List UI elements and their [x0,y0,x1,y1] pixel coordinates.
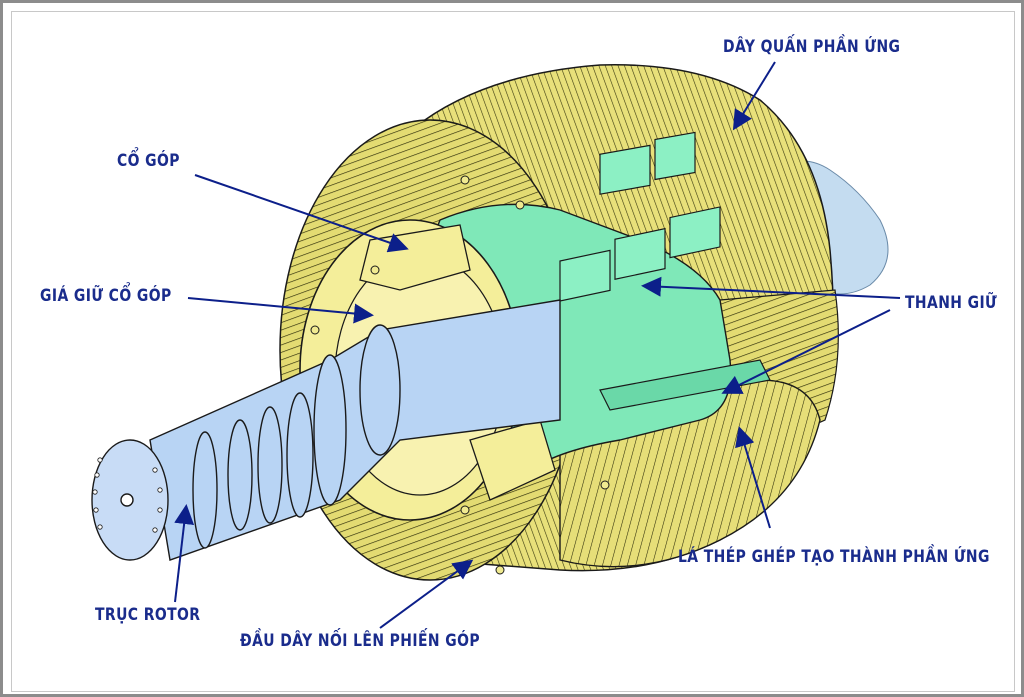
arrow-retaining-bar-1 [641,276,901,299]
core-blocks [559,131,721,302]
label-retaining-bar: THANH GIỮ [905,293,998,313]
arrow-rotor-shaft [174,504,195,603]
arrow-laminations [735,426,771,529]
label-armature-winding: DÂY QUẤN PHẦN ỨNG [723,37,901,57]
arrow-lead-wire [379,559,474,629]
rotor-shaft [91,299,561,561]
label-commutator: CỔ GÓP [117,151,180,171]
label-lead-wire: ĐẦU DÂY NỐI LÊN PHIẾN GÓP [240,631,480,651]
label-armature-laminations: LÁ THÉP GHÉP TẠO THÀNH PHẦN ỨNG [678,547,990,567]
commutator-block-bottom [469,419,556,501]
label-commutator-holder: GIÁ GIỮ CỔ GÓP [40,286,172,306]
label-rotor-shaft: TRỤC ROTOR [95,605,201,625]
shaft-end-holes [92,457,163,533]
retaining-bar [599,359,771,411]
figure-inner-border [11,11,1015,692]
arrow-retaining-bar-2 [721,309,891,394]
arrow-armature-winding [732,61,776,131]
arrow-commutator [194,174,409,253]
arrow-commutator-holder [187,297,374,324]
